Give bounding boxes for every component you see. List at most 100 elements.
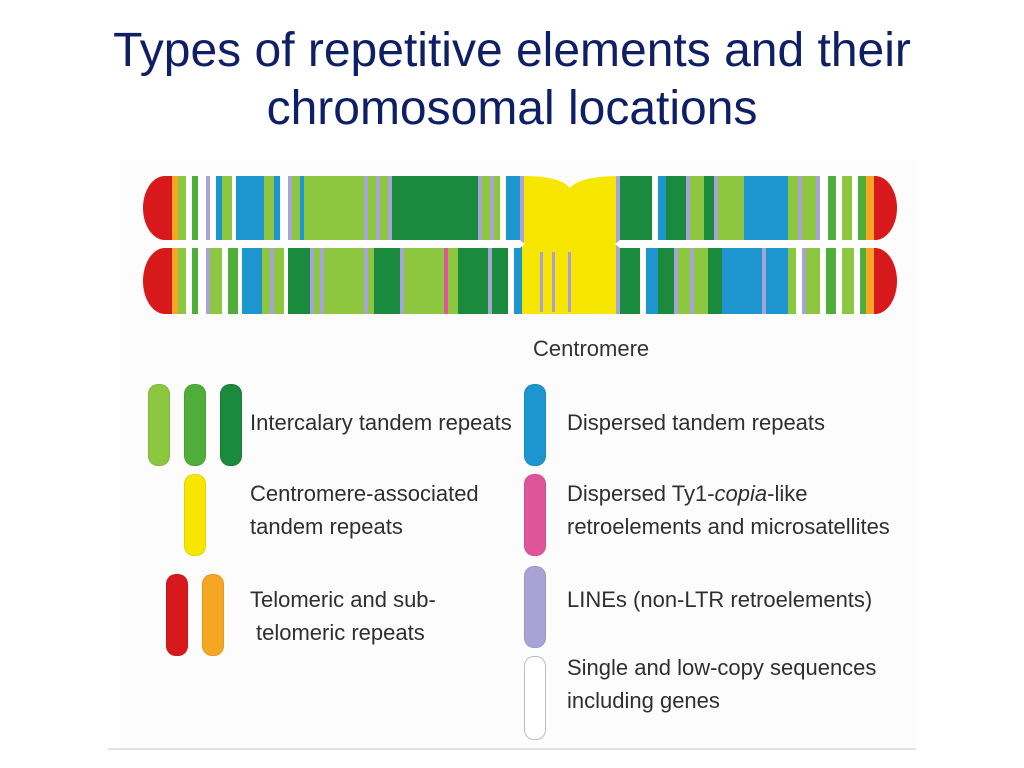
chromosome-band-light-green [802,176,817,244]
chromosome-band-white [796,244,803,314]
chromosome-band-orange [172,244,179,314]
chromosome-band-white [198,176,207,244]
chromosome-band-lavender [488,244,493,314]
chromosome-band-light-green [380,176,389,244]
chromosome-band-white [232,176,237,244]
chromosome-band-dark-green [708,244,723,314]
chromosome-band-light-green [788,244,797,314]
chromosome-band-light-green [368,176,377,244]
chromosome-band-red [143,244,173,314]
chromosome-band-white [854,244,861,314]
chromosome-band-dark-green [658,244,675,314]
chromosome-band-light-green [210,244,223,314]
chromosome-band-blue [766,244,789,314]
chromosome-band-lavender [686,176,691,244]
dark-green-swatch [220,384,242,466]
chromosome-band-white [508,244,515,314]
chromosome-band-white [284,244,289,314]
chromosome-band-light-green [304,176,365,244]
chromosome-band-blue [646,244,659,314]
chromosome-band-dark-green [666,176,687,244]
chromosome-band-blue [236,176,265,244]
chromosome-band-dark-green [392,176,479,244]
light-green-swatch [148,384,170,466]
chromosome-band-blue [216,176,223,244]
chromosome-band-lavender [762,244,767,314]
chromosome-band-white [820,176,829,244]
chromosome-band-blue [274,176,281,244]
chromosome-band-dark-green [288,244,311,314]
chromosome-band-orange [866,244,875,314]
chromosome-band-lavender [270,244,275,314]
chromosome-band-light-green [264,176,275,244]
chromosome-band-blue [744,176,789,244]
chromosome-band-lavender [376,176,381,244]
chromosome-band-blue [506,176,521,244]
chromosome-band-light-green [694,244,709,314]
chromosome-band-light-green [678,244,691,314]
title-line-1: Types of repetitive elements and their [113,24,911,77]
chromosome-band-white [198,244,207,314]
chromosome-band-orange [172,176,179,244]
chromosome-band-blue [242,244,263,314]
chromosome-band-light-green [178,176,187,244]
page-title: Types of repetitive elements and their c… [0,22,1024,138]
chromosome-band-light-green [842,244,855,314]
chromosome-band-lavender [288,176,293,244]
centromere-stripe [568,252,571,312]
chromosome-band-mid-green [858,176,867,244]
legend-lines: LINEs (non-LTR retroelements) [567,587,873,612]
chromosome-band-light-green [690,176,705,244]
chromosome-band-lavender [674,244,679,314]
chromosome-band-lavender [310,244,315,314]
chromosome-band-light-green [274,244,285,314]
chromosome-band-pink [444,244,449,314]
chromosome-band-white [652,176,659,244]
chromosome-band-mid-green [860,244,867,314]
chromosome-band-mid-green [228,244,239,314]
chromosome-band-white [238,244,243,314]
legend-intercalary: Intercalary tandem repeats [250,410,512,435]
chromosome-band-light-green [368,244,375,314]
chromosome-band-light-green [262,244,271,314]
chromosome-band-lavender [616,244,621,314]
chromosome-band-blue [658,176,667,244]
white-swatch [524,656,546,740]
blue-swatch [524,384,546,466]
chromosome-band-light-green [292,176,301,244]
chromosome-band-white [836,176,843,244]
legend-centromere-associated: Centromere-associated tandem repeats [250,481,479,539]
pink-swatch [524,474,546,556]
chromosome-band-lavender [802,244,807,314]
chromosome-band-lavender [490,176,495,244]
chromosome-band-lavender [364,244,369,314]
chromosome-band-light-green [806,244,821,314]
chromosome-band-mid-green [828,176,837,244]
legend-single-copy: Single and low-copy sequences including … [567,655,877,713]
mid-green-swatch [184,384,206,466]
chromosome-band-blue [300,176,305,244]
chromosome-band-lavender [690,244,695,314]
chromosome-band-lavender [520,176,525,244]
chromosome-band-red [874,176,897,244]
chromosome-band-blue [722,244,763,314]
chromosome-band-lavender [364,176,369,244]
chromosome-band-lavender [798,176,803,244]
chromosome-band-light-green [314,244,321,314]
upper-chromatid [143,176,897,244]
chromosome-band-white [640,244,647,314]
chromosome-band-white [820,244,827,314]
yellow-swatch [184,474,206,556]
chromosome-band-light-green [178,244,187,314]
chromosome-band-lavender [388,176,393,244]
chromosome-band-mid-green [192,244,199,314]
chromosome-band-mid-green [826,244,837,314]
chromosome-band-lavender [320,244,325,314]
chromosome-band-lavender [206,244,211,314]
chromosome-band-light-green [494,176,501,244]
lower-chromatid [143,244,897,314]
chromosome-band-lavender [816,176,821,244]
chromosome-band-blue [514,244,523,314]
chromosome-band-dark-green [620,176,653,244]
chromosome-band-white [222,244,229,314]
